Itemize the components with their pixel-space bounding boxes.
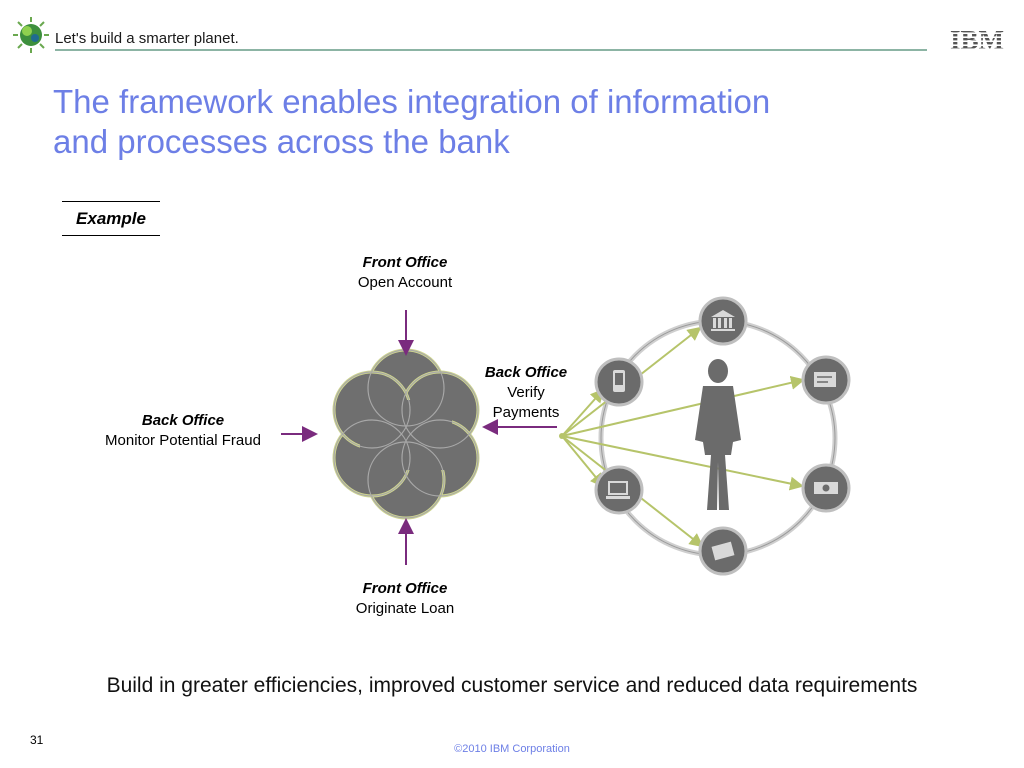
label-monitor-fraud: Back Office Monitor Potential Fraud bbox=[88, 411, 278, 451]
summary-statement: Build in greater efficiencies, improved … bbox=[106, 674, 918, 697]
label-open-account: Front Office Open Account bbox=[330, 253, 480, 293]
header-divider bbox=[55, 49, 927, 51]
ibm-logo-text: IBM bbox=[950, 26, 1004, 52]
label-originate-loan: Front Office Originate Loan bbox=[330, 579, 480, 619]
task-label: Open Account bbox=[357, 274, 453, 291]
title-line-1: The framework enables integration of inf… bbox=[53, 83, 771, 120]
task-label: Monitor Potential Fraud bbox=[105, 432, 261, 449]
label-verify-payments: Back Office Verify Payments bbox=[466, 363, 586, 423]
office-label: Back Office bbox=[141, 412, 225, 429]
office-label: Front Office bbox=[362, 254, 448, 271]
tagline: Let's build a smarter planet. bbox=[55, 30, 239, 47]
computer-icon bbox=[594, 465, 644, 515]
card-icon bbox=[698, 526, 748, 576]
check-icon bbox=[801, 355, 851, 405]
task-label: Verify bbox=[507, 384, 545, 401]
title-line-2: and processes across the bank bbox=[53, 123, 510, 160]
customer-icon bbox=[695, 359, 741, 510]
office-label: Front Office bbox=[362, 580, 448, 597]
smarter-planet-logo bbox=[12, 16, 50, 54]
task-label: Originate Loan bbox=[355, 600, 455, 617]
example-label: Example bbox=[62, 201, 160, 236]
bank-icon bbox=[698, 296, 748, 346]
planet-icon bbox=[13, 17, 49, 53]
task-label: Payments bbox=[492, 404, 560, 421]
page-number: 31 bbox=[30, 733, 44, 747]
copyright: ©2010 IBM Corporation bbox=[454, 743, 570, 755]
slide-title: The framework enables integration of inf… bbox=[53, 82, 770, 162]
office-label: Back Office bbox=[484, 364, 568, 381]
ibm-logo: IBM bbox=[946, 25, 1008, 55]
cash-icon bbox=[801, 463, 851, 513]
mobile-icon bbox=[594, 357, 644, 407]
integration-hub bbox=[332, 348, 480, 520]
